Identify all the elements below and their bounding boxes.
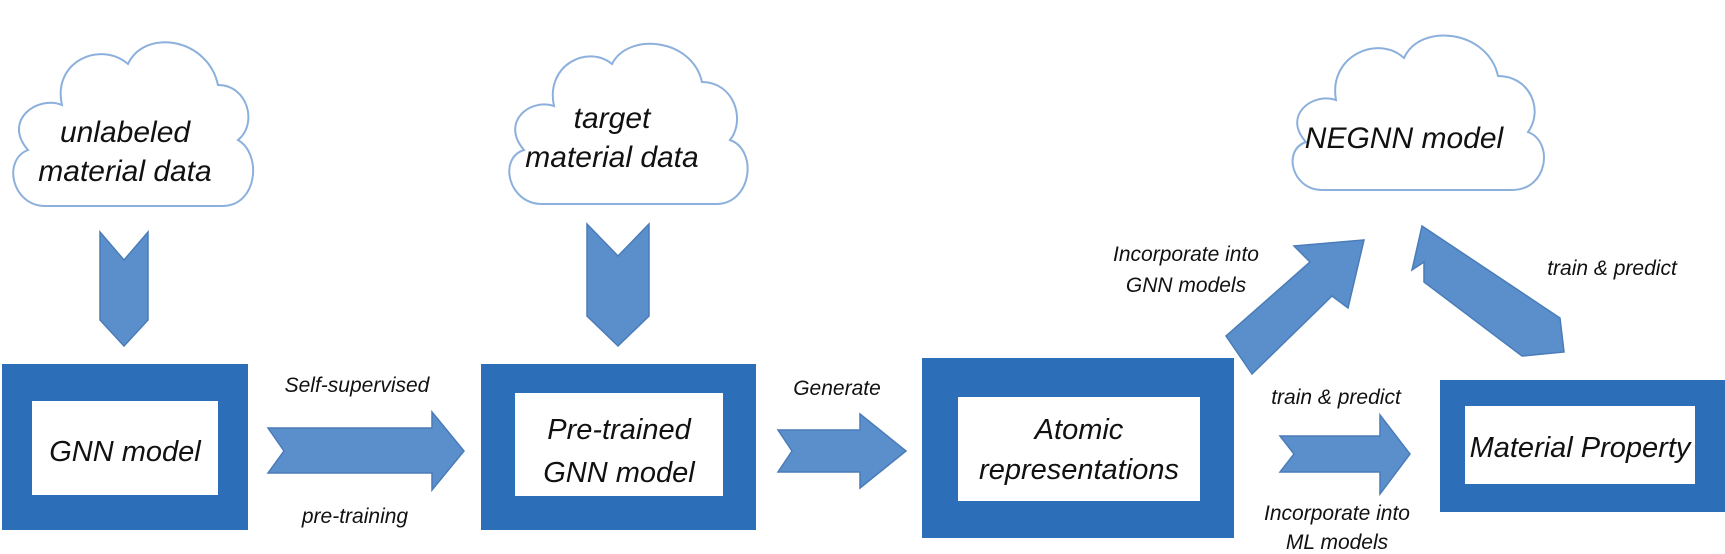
box-pretrained-line2: GNN model [543, 457, 696, 489]
arrow-atomic-to-property [1278, 412, 1411, 497]
label-incorporate-gnn-line1: Incorporate into [1113, 243, 1259, 266]
box-material-property: Material Property [1440, 380, 1725, 512]
cloud-shape [1291, 34, 1545, 191]
cloud-unlabeled-line2: material data [38, 155, 211, 188]
box-pretrained-gnn-model: Pre-trained GNN model [481, 364, 756, 530]
box-inner [958, 397, 1200, 501]
box-property-label: Material Property [1470, 432, 1692, 464]
cloud-target-line1: target [574, 102, 652, 135]
box-atomic-line1: Atomic [1033, 414, 1124, 446]
arrow-self-supervised-pretraining [266, 409, 465, 493]
cloud-target-material-data: target material data [508, 42, 749, 205]
box-inner [32, 401, 218, 495]
box-gnn-label: GNN model [49, 436, 202, 468]
arrow-down-unlabeled-to-gnn [99, 229, 149, 348]
box-inner [1465, 406, 1695, 484]
label-incorporate-ml-line1: Incorporate into [1264, 502, 1410, 525]
cloud-negnn-model: NEGNN model [1291, 34, 1545, 191]
cloud-unlabeled-line1: unlabeled [60, 116, 191, 149]
arrow-negnn-to-property [1410, 224, 1565, 357]
label-train-predict-top: train & predict [1547, 257, 1678, 280]
label-incorporate-ml-line2: ML models [1286, 531, 1389, 554]
label-generate: Generate [793, 377, 881, 400]
box-gnn-model: GNN model [2, 364, 248, 530]
cloud-negnn-label: NEGNN model [1305, 122, 1505, 155]
cloud-shape [508, 42, 749, 205]
cloud-unlabeled-material-data: unlabeled material data [12, 41, 254, 207]
arrow-incorporate-into-gnn [1225, 239, 1365, 376]
label-pre-training: pre-training [301, 505, 409, 528]
box-pretrained-line1: Pre-trained [547, 414, 691, 446]
cloud-target-line2: material data [525, 141, 698, 174]
arrow-down-target-to-pretrained [586, 222, 650, 348]
cloud-shape [12, 41, 254, 207]
box-inner [515, 393, 723, 496]
box-atomic-representations: Atomic representations [922, 358, 1234, 538]
label-train-predict-mid: train & predict [1271, 386, 1402, 409]
arrow-generate [776, 412, 908, 490]
box-atomic-line2: representations [979, 454, 1179, 486]
label-self-supervised: Self-supervised [285, 374, 431, 397]
label-incorporate-gnn-line2: GNN models [1126, 274, 1247, 297]
